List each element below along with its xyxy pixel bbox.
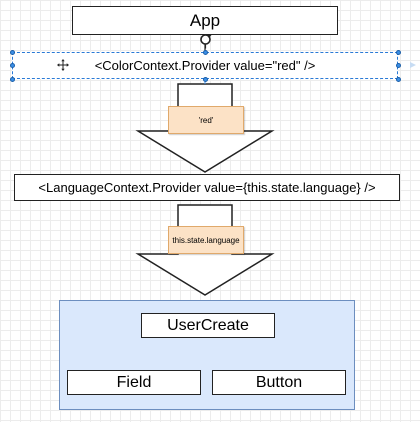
move-icon[interactable] bbox=[57, 59, 69, 71]
button-label: Button bbox=[255, 373, 303, 391]
note-red-value[interactable]: 'red' bbox=[168, 106, 244, 134]
app-label: App bbox=[189, 10, 221, 30]
selection-handle-bottom[interactable] bbox=[203, 77, 208, 82]
usercreate-label: UserCreate bbox=[167, 316, 249, 334]
selection-handle-bottom-right[interactable] bbox=[396, 77, 401, 82]
field-label: Field bbox=[116, 373, 152, 391]
selection-handle-top-right[interactable] bbox=[396, 50, 401, 55]
color-provider-label: <ColorContext.Provider value="red" /> bbox=[94, 58, 316, 73]
selection-handle-top-left[interactable] bbox=[10, 50, 15, 55]
usercreate-node[interactable]: UserCreate bbox=[141, 313, 275, 338]
rotate-icon[interactable] bbox=[199, 33, 212, 49]
selection-handle-bottom-left[interactable] bbox=[10, 77, 15, 82]
note-language-label: this.state.language bbox=[172, 235, 240, 245]
language-context-provider-node[interactable]: <LanguageContext.Provider value={this.st… bbox=[14, 174, 400, 201]
selection-handle-left[interactable] bbox=[10, 63, 15, 68]
language-provider-label: <LanguageContext.Provider value={this.st… bbox=[38, 180, 376, 195]
color-context-provider-node[interactable]: <ColorContext.Provider value="red" /> bbox=[12, 52, 398, 79]
edge-hover-arrow bbox=[410, 62, 416, 68]
selection-handle-top[interactable] bbox=[203, 50, 208, 55]
field-node[interactable]: Field bbox=[67, 370, 201, 395]
selection-handle-right[interactable] bbox=[396, 63, 401, 68]
note-red-label: 'red' bbox=[198, 115, 214, 125]
note-language-value[interactable]: this.state.language bbox=[168, 226, 244, 254]
app-node[interactable]: App bbox=[72, 6, 338, 35]
button-node[interactable]: Button bbox=[212, 370, 346, 395]
